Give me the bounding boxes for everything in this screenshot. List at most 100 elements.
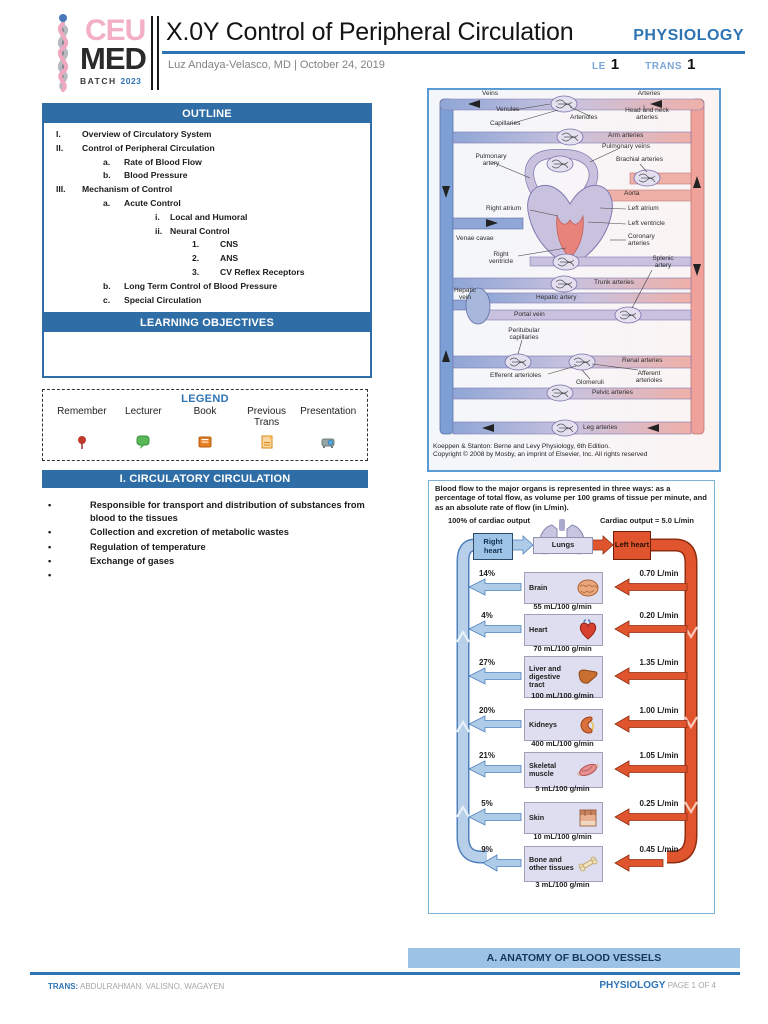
figure1-label-right-ventricle: Right ventricle — [488, 251, 514, 265]
figure1-label-hepatic-artery: Hepatic artery — [536, 294, 577, 301]
caduceus-icon — [57, 14, 69, 92]
bullet-item: Regulation of temperature — [42, 541, 372, 554]
figure-blood-flow-diagram: Blood flow to the major organs is repres… — [428, 480, 715, 914]
brain-pct: 14% — [478, 569, 495, 578]
speech-bubble-icon — [136, 435, 150, 449]
figure1-label-trunk-arteries: Trunk arteries — [594, 279, 634, 286]
outline-box: OUTLINE I.Overview of Circulatory System… — [42, 103, 372, 316]
bone-lmin: 0.45 L/min — [639, 845, 679, 854]
figure1-label-right-atrium: Right atrium — [486, 205, 522, 212]
heart-ml: 70 mL/100 g/min — [533, 644, 592, 653]
right-heart-box: Right heart — [473, 533, 513, 560]
projector-icon — [321, 438, 335, 448]
outline-item: a.Rate of Blood Flow — [103, 156, 202, 167]
figure1-caption: Koeppen & Stanton: Berne and Levy Physio… — [433, 443, 648, 459]
logo-ceu: CEU — [85, 14, 146, 47]
learning-objectives-header: LEARNING OBJECTIVES — [44, 314, 370, 332]
figure1-label-portal-vein: Portal vein — [514, 311, 545, 318]
note-icon — [261, 435, 273, 449]
kidneys-ml: 400 mL/100 g/min — [531, 739, 594, 748]
bullet-item — [42, 569, 372, 582]
logo-batch-word: BATCH — [80, 76, 117, 86]
figure1-label-arm-arteries: Arm arteries — [608, 132, 644, 139]
figure1-label-arteries: Arteries — [637, 90, 661, 97]
bone-box: Bone and other tissues — [524, 846, 603, 882]
learning-objectives-body — [44, 332, 370, 376]
cardiac-output-100pct-label: 100% of cardiac output — [447, 516, 531, 525]
figure1-label-renal-arteries: Renal arteries — [622, 357, 663, 364]
page-title: X.0Y Control of Peripheral Circulation — [166, 18, 574, 46]
legend-item-presentation: Presentation — [300, 406, 357, 417]
outline-header: OUTLINE — [44, 105, 370, 123]
bone-icon — [578, 856, 598, 872]
blood-flow-art — [456, 519, 698, 872]
section-circulatory-header: I. CIRCULATORY CIRCULATION — [42, 470, 368, 488]
skin-lmin: 0.25 L/min — [639, 799, 679, 808]
legend-title: LEGEND — [181, 393, 229, 405]
figure1-label-left-atrium: Left atrium — [628, 205, 659, 212]
outline-item: 2.ANS — [192, 253, 239, 264]
figure1-label-efferent-arterioles: Efferent arterioles — [490, 372, 542, 379]
kidneys-lmin: 1.00 L/min — [639, 706, 679, 715]
outline-item: I.Overview of Circulatory System — [56, 129, 212, 139]
figure1-label-peritubular-capillaries: Peritubular capillaries — [508, 327, 540, 341]
figure1-label-arterioles: Arterioles — [570, 114, 598, 121]
figure1-label-glomeruli: Glomeruli — [576, 379, 604, 386]
bullet-item: Exchange of gases — [42, 555, 372, 568]
brain-box: Brain — [524, 572, 603, 604]
lecture-subtitle: Luz Andaya-Velasco, MD | October 24, 201… — [168, 59, 385, 71]
muscle-lmin: 1.05 L/min — [639, 751, 679, 760]
brain-lmin: 0.70 L/min — [639, 569, 679, 578]
legend-item-previous-trans: Previous Trans — [247, 406, 287, 428]
figure1-label-head-neck-arteries: Head and neck arteries — [625, 107, 669, 121]
liver-box: Liver and digestive tract — [524, 656, 603, 698]
figure1-label-brachial-arteries: Brachial arteries — [616, 156, 663, 163]
outline-item: III.Mechanism of Control — [56, 184, 173, 195]
ceu-med-logo: CEU MED BATCH 2023 — [80, 14, 147, 86]
liver-icon — [578, 669, 598, 684]
legend-item-book: Book — [193, 406, 217, 417]
circulatory-bullets: Responsible for transport and distributi… — [42, 499, 372, 583]
outline-item: 1.CNS — [192, 239, 239, 250]
skin-box: Skin — [524, 802, 603, 834]
figure1-label-coronary-arteries: Coronary arteries — [628, 233, 655, 247]
heart-box: Heart — [524, 614, 603, 646]
heart-pct: 4% — [481, 611, 493, 620]
figure1-label-venules: Venules — [496, 106, 520, 113]
footer-trans: TRANS: ABDULRAHMAN. VALISNO, WAGAYEN — [48, 982, 225, 991]
pushpin-icon — [77, 436, 86, 449]
skin-icon — [579, 809, 597, 827]
muscle-ml: 5 mL/100 g/min — [535, 784, 590, 793]
bone-ml: 3 mL/100 g/min — [535, 880, 590, 889]
figure1-label-pulmonary-artery: Pulmonary artery — [475, 153, 507, 167]
lungs-box: Lungs — [533, 537, 593, 554]
figure1-label-pelvic-arteries: Pelvic arteries — [592, 389, 633, 396]
le-label: LE — [592, 61, 606, 72]
figure1-label-aorta: Aorta — [624, 190, 640, 197]
figure2-title: Blood flow to the major organs is repres… — [435, 484, 707, 512]
figure1-label-capillaries: Capillaries — [490, 120, 521, 127]
footer-rule — [30, 972, 740, 975]
figure1-label-pulmonary-veins: Pulmonary veins — [602, 143, 651, 150]
section-anatomy-header: A. ANATOMY OF BLOOD VESSELS — [408, 948, 740, 968]
logo-batch-year: 2023 — [120, 76, 142, 86]
liver-lmin: 1.35 L/min — [639, 658, 679, 667]
muscle-pct: 21% — [478, 751, 495, 760]
outline-item: i.Local and Humoral — [155, 211, 248, 222]
logo-separator — [151, 16, 159, 90]
book-icon — [198, 436, 212, 448]
legend-item-lecturer: Lecturer — [125, 406, 162, 417]
brain-icon — [577, 579, 599, 597]
trans-value: 1 — [687, 56, 696, 73]
skin-pct: 5% — [481, 799, 493, 808]
kidney-icon — [580, 716, 594, 734]
muscle-icon — [576, 763, 600, 777]
circulatory-diagram-art — [439, 95, 705, 437]
figure1-label-venae-cavae: Venae cavae — [456, 235, 494, 242]
outline-item: c.Special Circulation — [103, 294, 202, 305]
heart-lmin: 0.20 L/min — [639, 611, 679, 620]
outline-item: ii.Neural Control — [155, 225, 230, 236]
figure1-label-splenic-artery: Splenic artery — [652, 255, 674, 269]
figure1-label-hepatic-vein: Hepatic vein — [453, 287, 477, 301]
